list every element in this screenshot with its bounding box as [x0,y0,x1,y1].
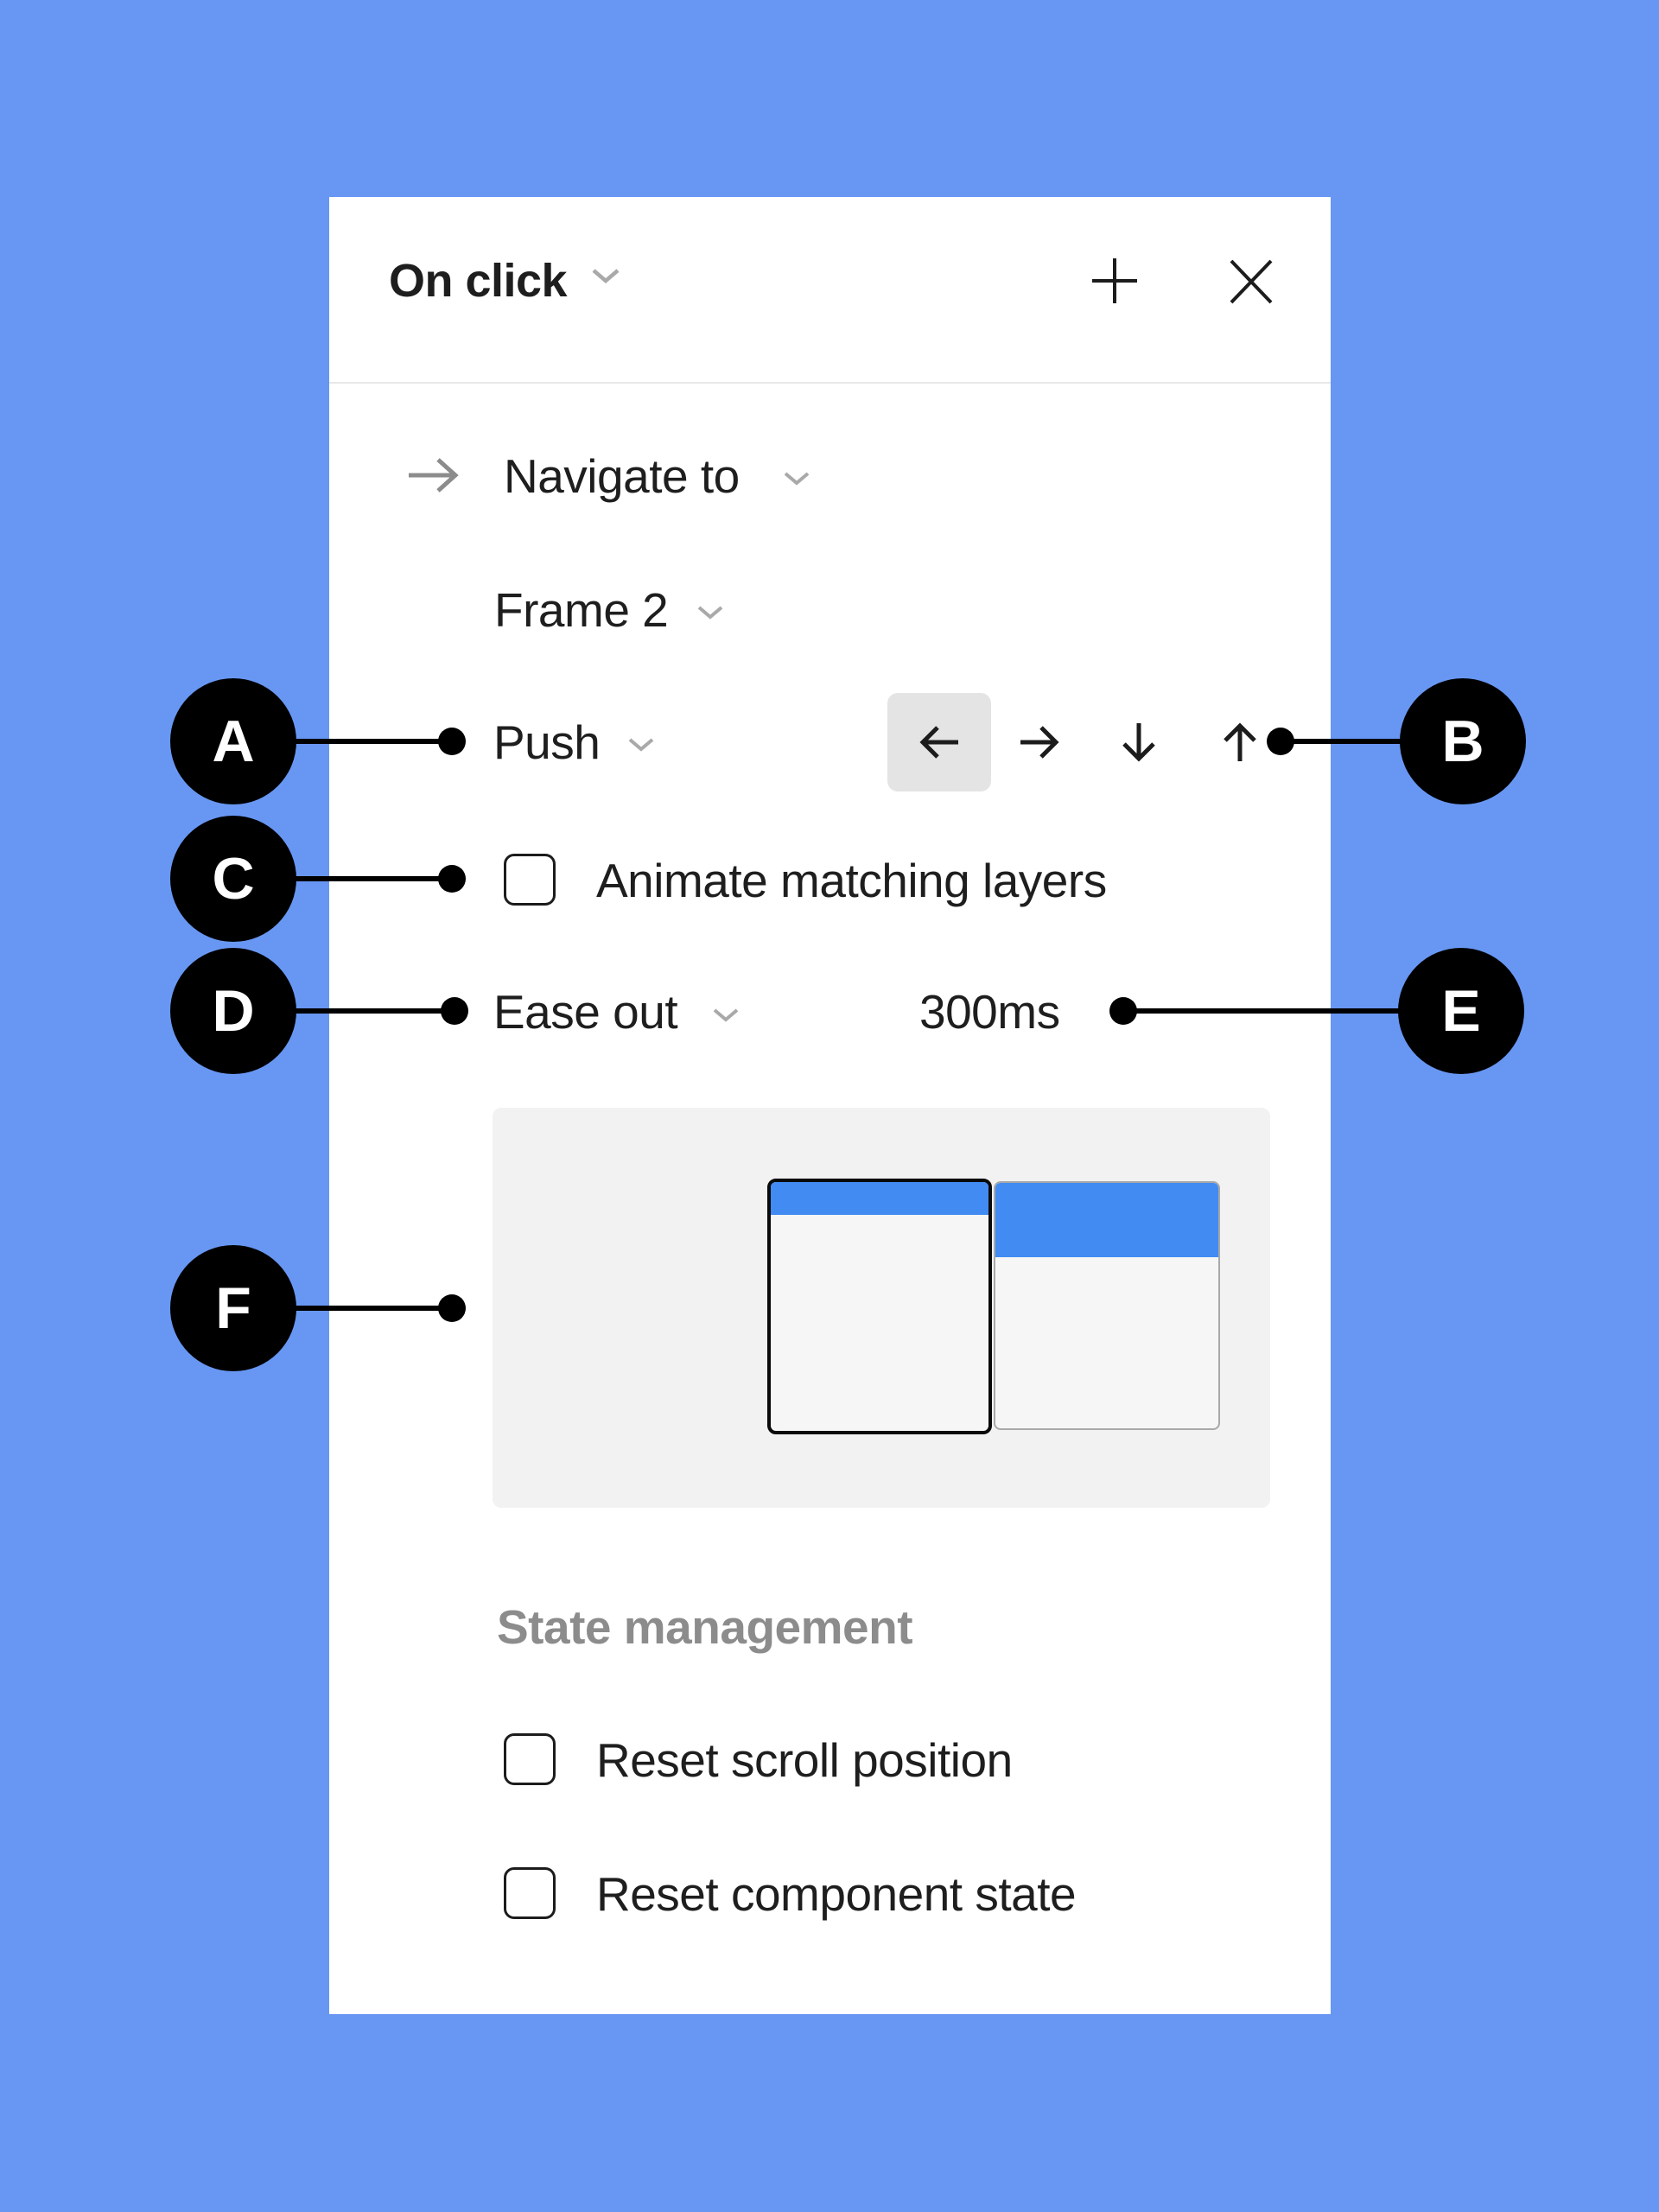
animate-matching-layers-label: Animate matching layers [596,854,1107,907]
chevron-down-icon[interactable] [712,1007,740,1023]
annotation-d-dot [441,997,468,1025]
close-icon[interactable] [1228,259,1274,304]
annotation-letter: A [212,709,255,774]
annotation-a-dot [438,728,466,755]
annotation-letter: D [212,978,255,1044]
preview-frame-destination [994,1181,1220,1430]
annotation-f-line [233,1306,452,1311]
transition-type-dropdown[interactable]: Push [493,715,601,769]
arrow-right-icon [1017,721,1062,763]
state-management-title: State management [497,1600,913,1654]
direction-left-button[interactable] [887,693,991,791]
annotation-c-line [233,876,452,881]
reset-scroll-position-label: Reset scroll position [596,1733,1013,1787]
annotation-f-marker: F [170,1245,296,1371]
annotation-e-marker: E [1398,948,1524,1074]
annotation-letter: E [1441,978,1481,1044]
preview-frame-header [995,1183,1218,1257]
annotation-e-line [1123,1008,1461,1014]
arrow-up-icon [1219,720,1261,765]
easing-dropdown[interactable]: Ease out [493,985,678,1039]
annotation-b-line [1281,739,1463,744]
annotation-f-dot [438,1294,466,1322]
annotation-d-marker: D [170,948,296,1074]
annotation-letter: C [212,846,255,912]
interaction-panel [329,197,1331,2014]
destination-dropdown[interactable]: Frame 2 [494,583,669,637]
arrow-down-icon [1118,720,1160,765]
reset-scroll-position-checkbox[interactable] [504,1733,556,1785]
preview-frame-source [767,1179,992,1434]
action-dropdown[interactable]: Navigate to [504,449,740,503]
duration-field[interactable]: 300ms [919,985,1060,1039]
chevron-down-icon[interactable] [590,267,621,284]
animate-matching-layers-checkbox[interactable] [504,854,556,906]
direction-right-button[interactable] [988,693,1091,791]
annotation-a-line [233,739,452,744]
preview-frame-header [771,1182,988,1215]
reset-component-state-label: Reset component state [596,1867,1077,1921]
plus-icon[interactable] [1090,257,1139,305]
annotation-b-marker: B [1400,678,1526,804]
reset-component-state-checkbox[interactable] [504,1867,556,1919]
annotation-e-dot [1109,997,1137,1025]
direction-up-button[interactable] [1188,693,1292,791]
annotation-a-marker: A [170,678,296,804]
annotation-letter: B [1441,709,1484,774]
chevron-down-icon[interactable] [696,605,724,620]
annotation-d-line [233,1008,454,1014]
header-divider [329,382,1331,384]
annotation-b-dot [1267,728,1294,755]
arrow-left-icon [917,721,962,763]
arrow-right-icon [405,455,461,495]
panel-title[interactable]: On click [389,255,568,307]
chevron-down-icon[interactable] [627,737,655,753]
annotation-c-dot [438,865,466,893]
chevron-down-icon[interactable] [783,471,810,486]
annotation-c-marker: C [170,816,296,942]
annotation-letter: F [215,1275,251,1341]
direction-down-button[interactable] [1087,693,1191,791]
